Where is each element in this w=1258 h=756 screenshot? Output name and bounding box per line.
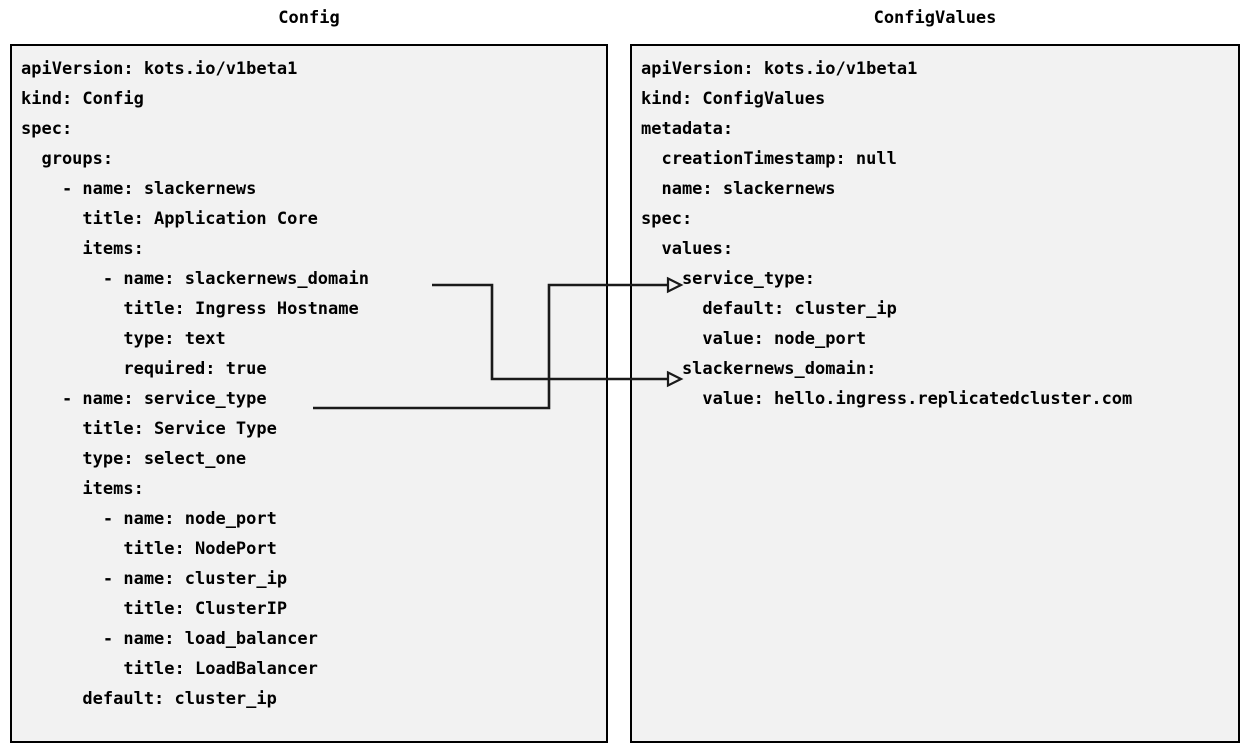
- configvalues-yaml-code: apiVersion: kots.io/v1beta1 kind: Config…: [641, 59, 1133, 409]
- config-panel-title: Config: [278, 8, 340, 28]
- config-yaml-code: apiVersion: kots.io/v1beta1 kind: Config…: [21, 59, 369, 709]
- configvalues-panel: apiVersion: kots.io/v1beta1 kind: Config…: [630, 44, 1240, 743]
- config-panel: apiVersion: kots.io/v1beta1 kind: Config…: [10, 44, 608, 743]
- configvalues-panel-title: ConfigValues: [873, 8, 997, 28]
